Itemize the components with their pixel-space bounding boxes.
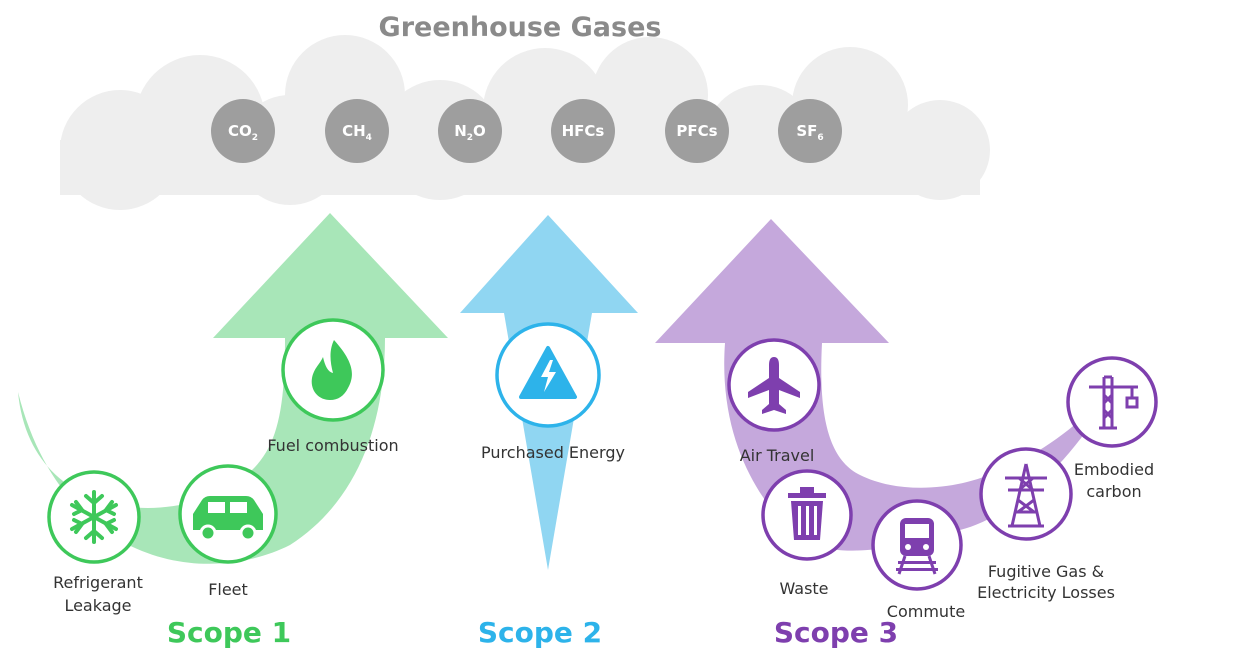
page-title: Greenhouse Gases [379, 12, 662, 43]
svg-text:CH4: CH4 [342, 122, 372, 143]
trash-icon [788, 487, 826, 540]
svg-text:HFCs: HFCs [562, 122, 605, 140]
svg-text:N2O: N2O [454, 122, 486, 143]
scope3-item-embodied-carbon: Embodied carbon [1066, 356, 1158, 501]
scope3-item-fugitive-gas: Fugitive Gas & Electricity Losses [977, 447, 1115, 602]
scope3-item-commute: Commute [871, 499, 965, 621]
gas-n2o: N2O [438, 99, 502, 163]
gas-co2: CO2 [211, 99, 275, 163]
svg-text:PFCs: PFCs [676, 122, 717, 140]
svg-text:CO2: CO2 [228, 122, 258, 143]
train-icon [896, 518, 938, 575]
airplane-icon [748, 357, 800, 414]
scope1-label: Scope 1 [167, 616, 291, 649]
scope1-item-refrigerant: Refrigerant Leakage [47, 470, 143, 615]
refrigerant-label-line2: Leakage [64, 596, 131, 615]
gas-sf6: SF6 [778, 99, 842, 163]
power-pylon-icon [1005, 463, 1047, 528]
scope3-label: Scope 3 [774, 616, 898, 649]
scope1-item-fuel-combustion: Fuel combustion [267, 318, 399, 455]
scope2-item-purchased-energy: Purchased Energy [481, 322, 625, 462]
gas-hfcs: HFCs [551, 99, 615, 163]
scope2-label: Scope 2 [478, 616, 602, 649]
scope1-arrow [18, 213, 448, 564]
flame-icon [311, 340, 352, 400]
waste-label: Waste [779, 579, 828, 598]
embodied-carbon-label-line1: Embodied [1074, 460, 1154, 479]
embodied-carbon-label-line2: carbon [1086, 482, 1141, 501]
fugitive-gas-label-line1: Fugitive Gas & [988, 562, 1104, 581]
fuel-combustion-label: Fuel combustion [267, 436, 398, 455]
air-travel-label: Air Travel [740, 446, 815, 465]
gas-pfcs: PFCs [665, 99, 729, 163]
gas-ch4: CH4 [325, 99, 389, 163]
lightning-icon [519, 346, 577, 399]
fleet-label: Fleet [208, 580, 248, 599]
crane-icon [1089, 375, 1139, 430]
scope3-arrow [655, 219, 1110, 551]
refrigerant-label-line1: Refrigerant [53, 573, 143, 592]
scope3-item-air-travel: Air Travel [727, 338, 821, 465]
fugitive-gas-ring [979, 447, 1073, 541]
snowflake-icon [70, 490, 118, 544]
scope1-item-fleet: Fleet [178, 464, 278, 599]
purchased-energy-label: Purchased Energy [481, 443, 625, 462]
scope3-item-waste: Waste [761, 469, 853, 598]
fugitive-gas-label-line2: Electricity Losses [977, 583, 1115, 602]
car-icon [193, 496, 263, 542]
commute-label: Commute [887, 602, 965, 621]
svg-text:SF6: SF6 [796, 122, 823, 143]
gas-list: CO2 CH4 N2O HFCs PFCs SF6 [211, 99, 842, 163]
cloud-background [60, 35, 990, 210]
